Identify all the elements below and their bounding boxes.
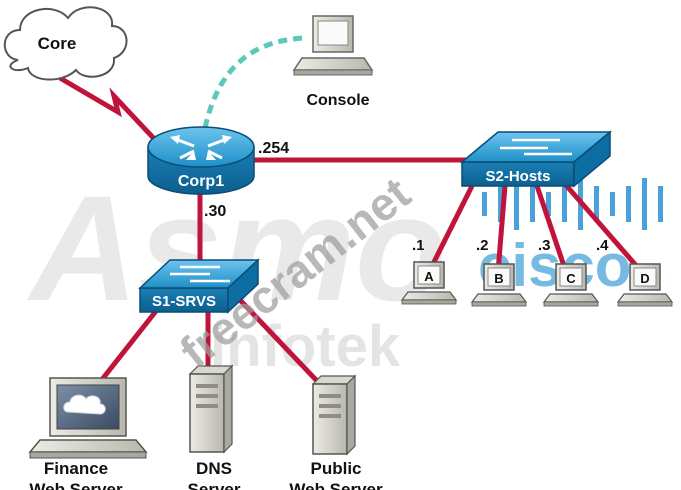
switch-arrows-icon — [500, 138, 572, 156]
iface-b: .2 — [476, 237, 489, 254]
host-d-label: D — [640, 271, 649, 286]
link-s2-d — [563, 182, 642, 272]
iface-corp1-s1: .30 — [204, 203, 226, 220]
s1-label: S1-SRVS — [152, 293, 216, 310]
iface-d: .4 — [596, 237, 609, 254]
host-b-label: B — [494, 271, 503, 286]
link-s2-a — [427, 184, 475, 272]
link-s2-b — [495, 185, 508, 273]
public-label-line1: Public — [310, 459, 361, 478]
host-c: C — [542, 263, 600, 307]
host-a: A — [400, 261, 458, 305]
iface-a: .1 — [412, 237, 425, 254]
console-cable — [202, 35, 306, 129]
host-d: D — [616, 263, 674, 307]
finance-label-line2: Web Server — [29, 480, 123, 490]
public-label-line2: Web Server — [289, 480, 383, 490]
link-s1-public — [238, 298, 320, 384]
core-cloud: Core — [3, 6, 128, 81]
link-s1-finance — [98, 304, 162, 384]
serial-link-core-corp1 — [58, 75, 162, 147]
console-pc: Console — [292, 15, 374, 109]
iface-c: .3 — [538, 237, 551, 254]
host-c-label: C — [566, 271, 576, 286]
host-b: B — [470, 263, 528, 307]
link-s2-c — [534, 185, 569, 273]
dns-server — [188, 364, 234, 454]
switch-arrows-icon — [170, 265, 230, 283]
dns-label-line2: Server — [188, 480, 241, 490]
cloud-icon — [63, 394, 106, 415]
console-label: Console — [306, 92, 369, 109]
switch-s1-srvs: S1-SRVS — [138, 258, 260, 314]
iface-corp1-s2: .254 — [258, 140, 289, 157]
s2-label: S2-Hosts — [485, 168, 550, 185]
router-corp1: Corp1 — [147, 126, 255, 195]
host-a-label: A — [424, 269, 434, 284]
core-label: Core — [38, 34, 77, 53]
dns-label-line1: DNS — [196, 459, 232, 478]
watermark-cisco-bars — [482, 178, 663, 230]
router-arrows-icon — [170, 135, 232, 160]
public-web-server — [311, 374, 357, 456]
corp1-label: Corp1 — [178, 173, 224, 190]
finance-label-line1: Finance — [44, 459, 108, 478]
finance-web-server — [28, 377, 148, 459]
switch-s2-hosts: S2-Hosts — [459, 130, 613, 188]
